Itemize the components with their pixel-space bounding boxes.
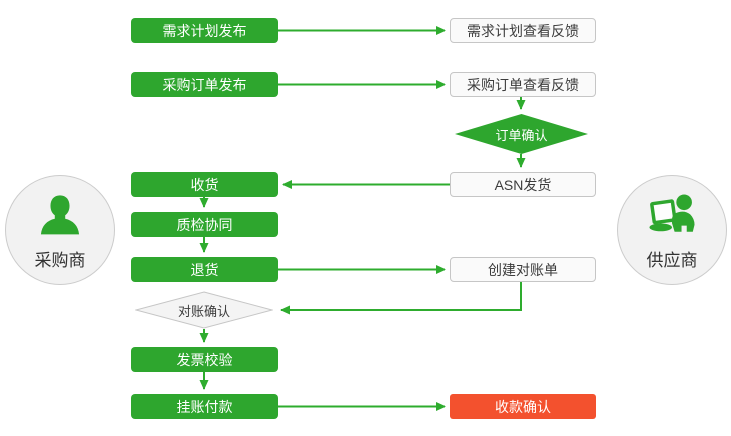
node-asn-ship: ASN发货 xyxy=(450,172,596,197)
node-label: 挂账付款 xyxy=(176,398,233,415)
diamond-shape xyxy=(135,291,273,329)
node-return-goods: 退货 xyxy=(131,257,278,282)
node-quality-collab: 质检协同 xyxy=(131,212,278,237)
node-book-payment: 挂账付款 xyxy=(131,394,278,419)
node-label: 收货 xyxy=(190,176,219,193)
node-label: 订单确认 xyxy=(495,127,548,143)
buyer-label: 采购商 xyxy=(34,251,86,270)
node-label: 质检协同 xyxy=(176,216,233,233)
node-label: 创建对账单 xyxy=(488,261,558,278)
supplier-laptop-person-icon xyxy=(649,194,695,232)
node-receipt-confirm: 收款确认 xyxy=(450,394,596,419)
node-order-confirm-decision: 订单确认 xyxy=(455,114,588,154)
actor-supplier: 供应商 xyxy=(617,175,727,285)
diamond-shape xyxy=(455,114,588,154)
node-demand-plan-feedback: 需求计划查看反馈 xyxy=(450,18,596,43)
node-label: 需求计划查看反馈 xyxy=(467,22,579,39)
node-label: 需求计划发布 xyxy=(162,22,247,39)
node-create-statement: 创建对账单 xyxy=(450,257,596,282)
node-label: 退货 xyxy=(190,261,219,278)
buyer-person-icon xyxy=(40,195,80,235)
supplier-label: 供应商 xyxy=(646,251,698,270)
node-po-feedback: 采购订单查看反馈 xyxy=(450,72,596,97)
node-label: 采购订单查看反馈 xyxy=(467,76,579,93)
node-po-publish: 采购订单发布 xyxy=(131,72,278,97)
node-receive-goods: 收货 xyxy=(131,172,278,197)
edge-statement-to-confirm xyxy=(280,282,522,315)
node-label: 发票校验 xyxy=(176,351,233,368)
node-statement-confirm-decision: 对账确认 xyxy=(135,291,273,329)
node-invoice-verify: 发票校验 xyxy=(131,347,278,372)
node-label: ASN发货 xyxy=(494,176,552,193)
node-label: 采购订单发布 xyxy=(162,76,247,93)
actor-buyer: 采购商 xyxy=(5,175,115,285)
node-demand-plan-publish: 需求计划发布 xyxy=(131,18,278,43)
node-label: 收款确认 xyxy=(495,398,551,415)
node-label: 对账确认 xyxy=(177,303,230,319)
